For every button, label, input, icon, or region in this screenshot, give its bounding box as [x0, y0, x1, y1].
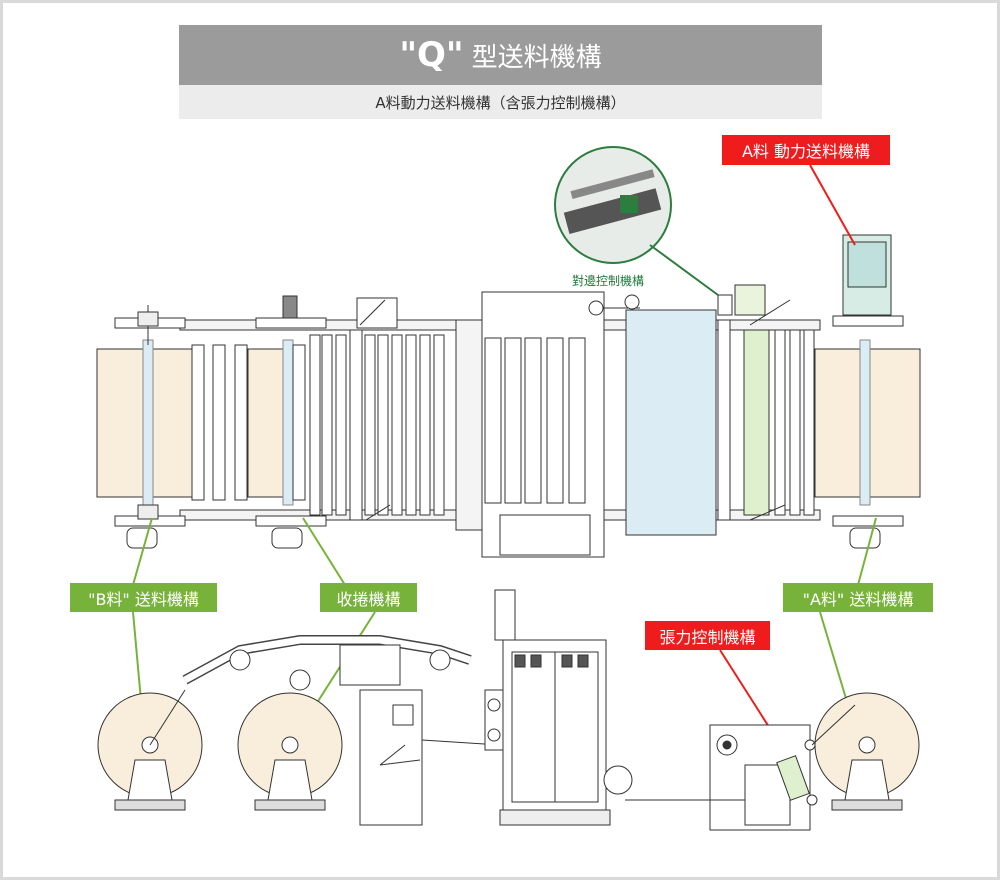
roller-bank-left — [309, 329, 445, 521]
top-view — [96, 234, 921, 558]
callout-tension-control: 張力控制機構 — [645, 621, 770, 650]
edge-control-panel — [625, 309, 717, 536]
callout-rewind: 收捲機構 — [320, 583, 417, 612]
callout-a-power-feed: A料 動力送料機構 — [722, 135, 890, 165]
caption-edge-control: 對邊控制機構 — [572, 274, 645, 288]
side-view — [97, 589, 920, 831]
rewind-material-sheet — [247, 348, 284, 498]
callout-a-feed: "A料" 送料機構 — [783, 583, 933, 612]
b-stand-bottom — [114, 504, 186, 549]
callout-b-feed: "B料" 送料機構 — [70, 583, 217, 612]
subtitle-bar: A料動力送料機構（含張力控制機構） — [179, 85, 822, 119]
title-bar: "Q" 型送料機構 — [179, 25, 822, 85]
title-q: "Q" — [399, 35, 464, 75]
title-text: 型送料機構 — [471, 42, 602, 73]
edge-control-photo — [554, 146, 719, 296]
b-stand-top — [114, 305, 186, 345]
